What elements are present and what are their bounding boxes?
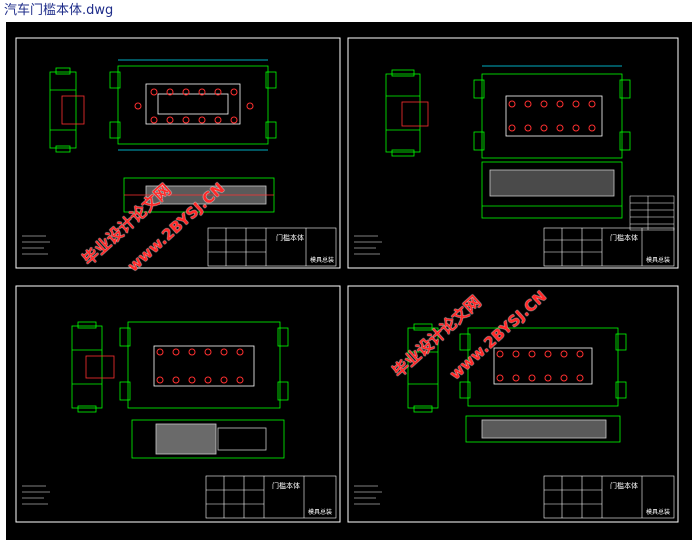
sheet-3-plan-view (119, 321, 289, 409)
sheet-2-title-block (543, 227, 675, 267)
sheet-4-plan-view (459, 327, 627, 407)
sheet-3-section-view (131, 419, 285, 459)
window-title: 汽车门槛本体.dwg (0, 0, 695, 22)
sheet-3-title-block (205, 475, 337, 519)
cad-canvas[interactable]: 门槛本体 模具总装 (6, 22, 692, 540)
sheet-4-title-part: 模具总装 (646, 508, 670, 516)
sheet-2-parts-list (629, 195, 675, 231)
sheet-1-title-part: 模具总装 (310, 256, 334, 264)
sheet-1: 门槛本体 模具总装 (15, 37, 341, 269)
sheet-1-side-view (49, 67, 85, 153)
sheet-4-section-view (465, 415, 621, 443)
sheet-1-title-name: 门槛本体 (276, 233, 304, 242)
sheet-2-title-part: 模具总装 (646, 256, 670, 264)
sheet-3-side-view (71, 321, 115, 413)
sheet-3: 门槛本体 模具总装 (15, 285, 341, 523)
sheet-3-notes (22, 485, 50, 505)
sheet-2-title-name: 门槛本体 (610, 233, 638, 242)
sheet-2: 门槛本体 模具总装 (347, 37, 679, 269)
sheet-3-marks (156, 348, 244, 384)
sheet-1-notes (22, 235, 50, 255)
cad-viewport[interactable]: 门槛本体 模具总装 (6, 22, 692, 540)
sheet-1-title-block (207, 227, 337, 267)
sheet-2-side-view (385, 69, 429, 157)
sheet-4-side-view (407, 323, 439, 413)
sheet-1-marks (134, 88, 254, 124)
sheet-2-plan-view (473, 65, 631, 159)
sheet-1-plan-view (109, 59, 277, 151)
sheet-4-marks (496, 350, 584, 382)
sheet-4-title-name: 门槛本体 (610, 481, 638, 490)
sheet-2-notes (354, 235, 382, 255)
sheet-2-section-view (481, 161, 623, 219)
sheet-2-marks (508, 100, 596, 132)
sheet-3-title-part: 模具总装 (308, 508, 332, 516)
sheet-4-title-block (543, 475, 675, 519)
sheet-1-section-view (123, 177, 275, 213)
sheet-4-notes (354, 485, 382, 505)
sheet-3-title-name: 门槛本体 (272, 481, 300, 490)
sheet-4: 门槛本体 模具总装 (347, 285, 679, 523)
